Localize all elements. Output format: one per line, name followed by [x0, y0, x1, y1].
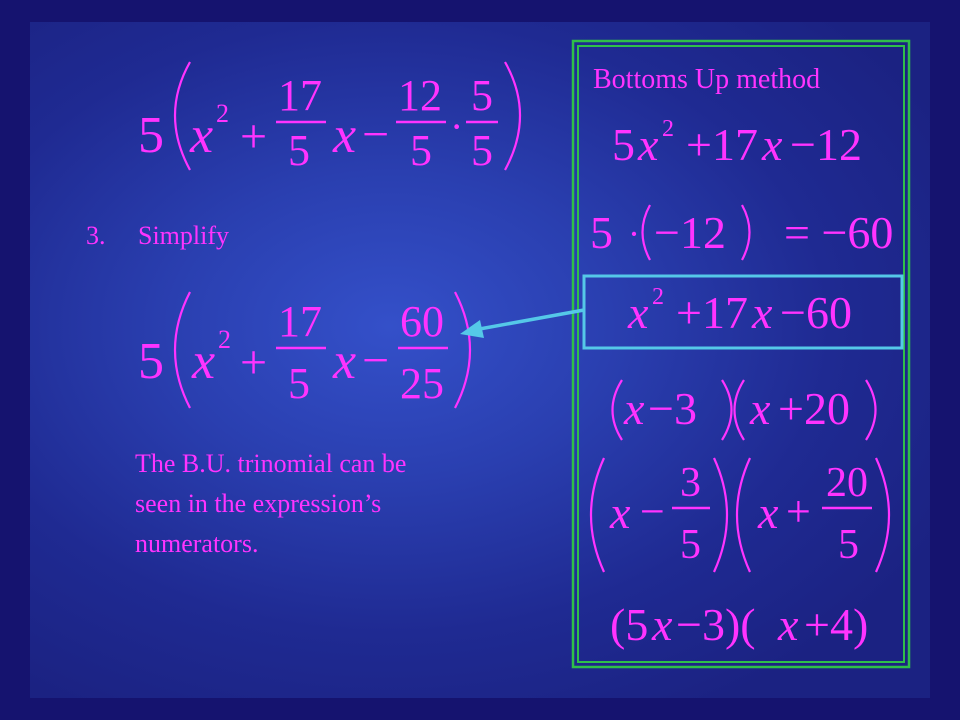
- arrow-pointer: [460, 308, 585, 338]
- p5-f2-num: 20: [826, 460, 868, 506]
- expr1-frac1-den: 5: [288, 126, 310, 175]
- p5-paren-2: [712, 457, 729, 573]
- expr2-right-paren: [454, 291, 472, 409]
- arrow-shaft: [473, 308, 585, 332]
- note-line-3: numerators.: [135, 529, 258, 558]
- panel-line-fractions: x − 3 5 x + 20 5: [589, 457, 891, 573]
- p3-rest2: −60: [780, 287, 852, 338]
- expr1-minus: −: [362, 108, 389, 161]
- highlight-box: [582, 274, 904, 350]
- note-line-1: The B.U. trinomial can be: [135, 449, 406, 478]
- p2-coef: 5: [590, 207, 613, 258]
- p5-f1-den: 5: [680, 522, 701, 568]
- p5-f1-num: 3: [680, 460, 701, 506]
- p1-coef: 5: [612, 119, 635, 170]
- expr1-plus: +: [240, 110, 267, 163]
- p1-rest2: −12: [790, 119, 862, 170]
- expr2-coef: 5: [138, 333, 164, 390]
- p4-minus3: −3: [648, 383, 697, 434]
- p2-right-paren: [741, 204, 751, 261]
- expr2-x2: x: [332, 333, 356, 390]
- p2-result: = −60: [784, 207, 893, 258]
- expr2-frac2-num: 60: [400, 297, 444, 346]
- p3-x2: x: [751, 287, 773, 338]
- panel-line-factored: x −3 x +20: [611, 379, 877, 441]
- p4-x2: x: [749, 383, 771, 434]
- expr2-frac1-den: 5: [288, 359, 310, 408]
- expr2-frac1-num: 17: [278, 297, 322, 346]
- panel-line-trinomial: 5 x 2 +17 x −12: [612, 116, 862, 170]
- step-number: 3.: [86, 221, 106, 250]
- expr1-left-paren: [174, 61, 191, 171]
- p5-minus: −: [640, 487, 665, 536]
- expr1-dot: ·: [450, 104, 463, 149]
- note-line-2: seen in the expression’s: [135, 489, 381, 518]
- p1-exp: 2: [662, 116, 674, 142]
- expr1-frac2-num: 12: [398, 71, 442, 120]
- panel-border-inner: [577, 45, 905, 663]
- p5-x2: x: [757, 487, 779, 538]
- panel-title: Bottoms Up method: [593, 64, 820, 95]
- p4-paren-2: [721, 379, 733, 441]
- p1-x2: x: [761, 119, 783, 170]
- p6-a: (5: [610, 599, 648, 650]
- p6-p: +4): [804, 599, 868, 650]
- p6-m: −3)(: [676, 599, 756, 650]
- p4-x: x: [623, 383, 645, 434]
- p1-x: x: [637, 119, 659, 170]
- expression-original: 5 x 2 + 17 5 x − 12 5 · 5 5: [138, 61, 521, 175]
- expr2-minus: −: [362, 334, 389, 387]
- p5-plus: +: [786, 487, 811, 536]
- step-label: Simplify: [138, 221, 229, 250]
- expression-simplified: 5 x 2 + 17 5 x − 60 25: [138, 291, 472, 409]
- expr1-x: x: [189, 107, 213, 164]
- expr2-left-paren: [173, 291, 191, 409]
- p5-x: x: [609, 487, 631, 538]
- expr1-x2: x: [332, 107, 356, 164]
- p5-paren-4: [874, 457, 891, 573]
- panel-line-bu-trinomial: x 2 +17 x −60: [627, 284, 852, 338]
- expr1-frac1-num: 17: [278, 71, 322, 120]
- panel-border-outer: [571, 39, 911, 669]
- expr2-plus: +: [240, 336, 267, 389]
- p2-left-paren: [641, 204, 651, 261]
- expr1-exponent: 2: [216, 99, 229, 128]
- expr2-x: x: [191, 333, 215, 390]
- p5-paren-1: [589, 457, 606, 573]
- p6-x2: x: [777, 599, 799, 650]
- p4-paren-4: [865, 379, 877, 441]
- expr1-frac3-den: 5: [471, 126, 493, 175]
- expr1-coef: 5: [138, 107, 164, 164]
- p2-inner: −12: [654, 207, 726, 258]
- p4-paren-3: [733, 379, 745, 441]
- panel-line-final: (5 x −3)( x +4): [610, 599, 868, 650]
- p4-plus20: +20: [778, 383, 850, 434]
- expr1-frac2-den: 5: [410, 126, 432, 175]
- arrow-head: [460, 320, 484, 338]
- p3-x: x: [627, 287, 649, 338]
- p4-paren-1: [611, 379, 623, 441]
- expr1-right-paren: [504, 61, 521, 171]
- p6-x: x: [651, 599, 673, 650]
- expr2-frac2-den: 25: [400, 359, 444, 408]
- panel-line-product: 5 · −12 = −60: [590, 204, 893, 261]
- expr2-exponent: 2: [218, 325, 231, 354]
- p3-exp: 2: [652, 284, 664, 310]
- p5-paren-3: [735, 457, 752, 573]
- p3-rest1: +17: [676, 287, 748, 338]
- slide-inner-area: [30, 22, 930, 698]
- bottoms-up-panel: Bottoms Up method 5 x 2 +17 x −12 5 · −1…: [571, 39, 911, 669]
- expr1-frac3-num: 5: [471, 71, 493, 120]
- p5-f2-den: 5: [838, 522, 859, 568]
- p2-dot: ·: [628, 214, 640, 254]
- p1-rest1: +17: [686, 119, 758, 170]
